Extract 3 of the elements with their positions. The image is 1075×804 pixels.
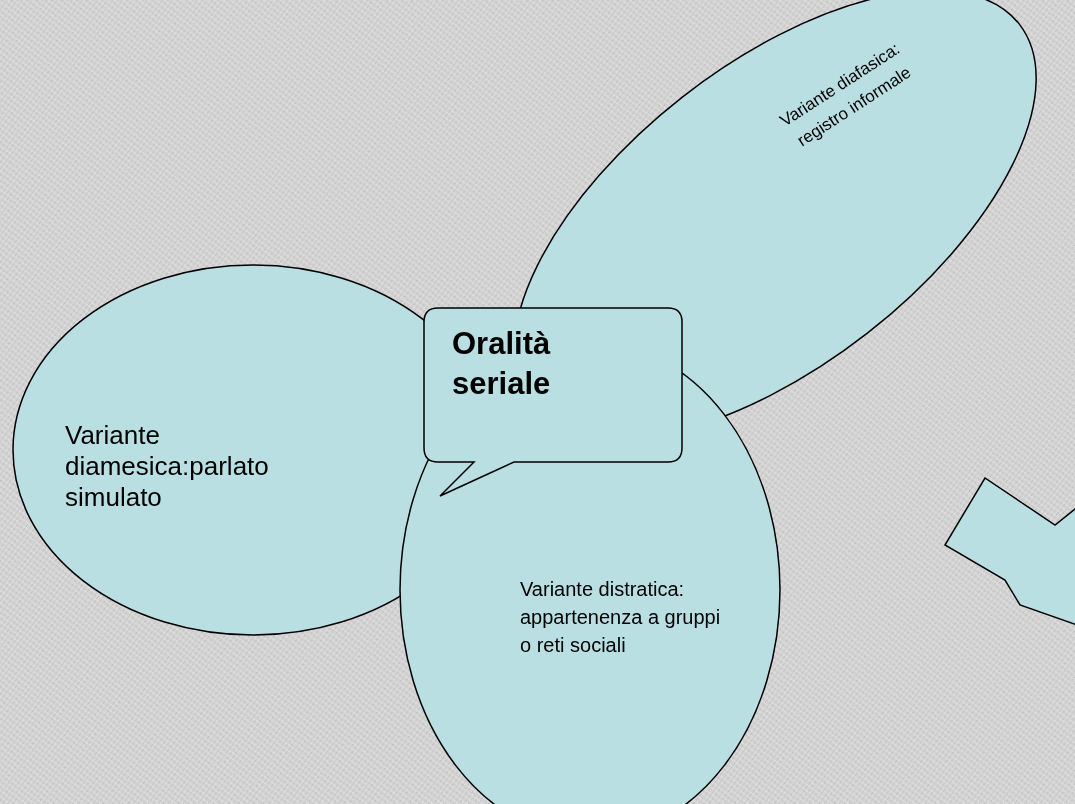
node-label: Variante diamesica:parlato simulato <box>65 420 270 514</box>
node-label: Variante distratica: appartenenza a gruppi o reti sociali <box>520 577 722 658</box>
node-label: Oralità seriale <box>452 325 552 404</box>
